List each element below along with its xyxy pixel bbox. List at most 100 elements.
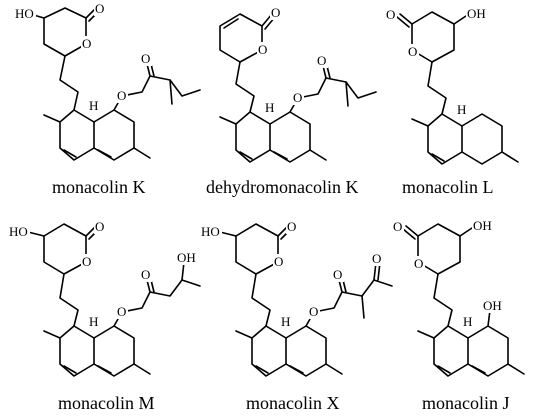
carbonyl-bond-double <box>396 16 410 28</box>
bridge-h-label: H <box>89 98 98 113</box>
decalin-left-ring <box>59 109 95 161</box>
hydroxyl-label: HO <box>201 224 220 239</box>
ring-hydroxyl-label: OH <box>483 298 502 313</box>
decalin-right-ring <box>467 325 509 377</box>
ring-double-bond-2 <box>289 365 304 374</box>
ester-oxygen-label: O <box>117 88 126 103</box>
bridge-h-label: H <box>463 314 472 329</box>
compound-caption: monacolin L <box>402 177 493 197</box>
ring-double-bond <box>63 149 77 158</box>
ring-double-bond-2 <box>471 365 486 374</box>
carbonyl-bond <box>399 13 413 25</box>
compound-monacolin-x: HO O O H O O O monacolin X <box>200 219 393 413</box>
decalin-left-ring <box>235 111 271 163</box>
compound-monacolin-j: O O OH H OH monacolin J <box>392 218 525 413</box>
decalin-right-ring <box>269 111 311 163</box>
alpha-methyl <box>361 295 365 319</box>
ester-carbonyl-label: O <box>141 267 150 282</box>
ring-double-bond-2 <box>97 365 112 374</box>
decalin-left-ring <box>251 325 287 377</box>
hydroxyl-bond <box>453 15 467 25</box>
carbonyl-bond <box>405 225 419 237</box>
bridge-h-label: H <box>265 100 274 115</box>
bridge-h-label: H <box>89 314 98 329</box>
lactone-ring <box>43 7 87 57</box>
carbonyl-bond-double <box>402 228 416 240</box>
carbonyl-oxygen-label: O <box>95 1 104 16</box>
ethyl-linker <box>59 55 79 111</box>
lactone-ring <box>235 223 279 275</box>
hydroxyl-bond <box>459 227 473 237</box>
ring-double-bond <box>431 153 445 162</box>
ring-double-bond-3 <box>273 151 288 160</box>
methyl-bond <box>411 118 429 127</box>
methyl-bond-2 <box>133 363 151 375</box>
compound-caption: monacolin J <box>422 393 510 413</box>
ring-double-bond-2 <box>239 151 253 160</box>
decalin-left-ring <box>59 325 95 377</box>
carbonyl-oxygen-label: O <box>287 219 296 234</box>
hydroxyl-label: OH <box>467 6 486 21</box>
ethyl-linker <box>433 273 453 327</box>
compound-caption: monacolin M <box>58 393 155 413</box>
compound-caption: dehydromonacolin K <box>206 177 358 197</box>
side-hydroxyl-label: OH <box>177 250 196 265</box>
lactone-ring <box>219 13 263 63</box>
methyl-bond-2 <box>507 363 525 375</box>
ester-oxygen-label: O <box>117 304 126 319</box>
methyl-bond-2 <box>309 149 327 161</box>
compound-caption: monacolin K <box>52 177 145 197</box>
hydroxyl-bond <box>219 231 237 237</box>
ester-oxygen-label: O <box>309 304 318 319</box>
ester-carbonyl-label: O <box>141 51 150 66</box>
ring-oxygen-label: O <box>82 36 91 51</box>
ring-oxygen-label: O <box>82 254 91 269</box>
carbonyl-oxygen-label: O <box>271 5 280 20</box>
ring-oxygen-label: O <box>274 254 283 269</box>
methyl-bond <box>43 114 61 123</box>
methyl-bond-2 <box>325 363 343 375</box>
ring-double-bond <box>63 365 77 374</box>
bridge-h-label: H <box>281 314 290 329</box>
hydroxyl-label: OH <box>473 218 492 233</box>
compound-monacolin-l: O O OH H monacolin L <box>385 6 519 197</box>
ring-oxygen-label: O <box>258 42 267 57</box>
decalin-right-ring <box>461 113 503 165</box>
ester-side-chain <box>305 279 393 327</box>
lactone-ring <box>43 223 87 275</box>
decalin-right-ring <box>93 109 135 161</box>
ester-side-chain <box>113 279 201 327</box>
compound-monacolin-m: HO O O H O O OH monacolin M <box>8 219 201 413</box>
ethyl-linker <box>235 61 255 113</box>
ester-oxygen-label: O <box>293 90 302 105</box>
ethyl-linker <box>251 273 271 327</box>
decalin-right-ring <box>285 325 327 377</box>
decalin-left-ring <box>433 325 469 377</box>
hydroxyl-bond <box>27 231 45 237</box>
keto-oxygen-label: O <box>372 251 381 266</box>
methyl-bond <box>219 116 237 125</box>
compound-monacolin-k: HO O O H O O monacolin K <box>14 1 201 197</box>
carbonyl-oxygen-label: O <box>95 219 104 234</box>
ethyl-linker <box>427 61 447 115</box>
compound-dehydromonacolin-k: O O H O O dehydromonacolin K <box>206 5 377 197</box>
carbonyl-oxygen-label: O <box>393 219 402 234</box>
methyl-bond <box>235 330 253 339</box>
ring-double-bond <box>437 365 451 374</box>
methyl-bond-2 <box>133 147 151 159</box>
methyl-bond <box>43 330 61 339</box>
ester-carbonyl-label: O <box>317 53 326 68</box>
ring-double-bond-2 <box>97 149 112 158</box>
ester-carbonyl-label: O <box>333 267 342 282</box>
bridge-h-label: H <box>457 102 466 117</box>
ring-double-bond <box>223 18 239 29</box>
decalin-right-ring <box>93 325 135 377</box>
methyl-bond-2 <box>501 151 519 163</box>
ring-oxygen-label: O <box>408 44 417 59</box>
hydroxyl-label: HO <box>9 224 28 239</box>
alpha-methyl <box>345 81 349 107</box>
alpha-methyl <box>169 79 173 105</box>
ring-double-bond <box>255 365 269 374</box>
hydroxyl-label: HO <box>15 6 34 21</box>
